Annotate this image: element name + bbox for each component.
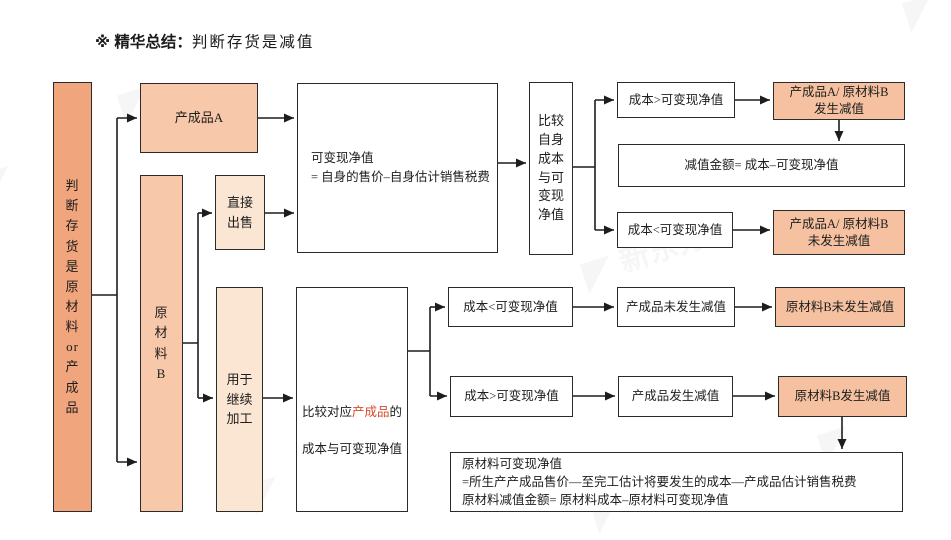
title-main: 判断存货是减值 [191, 34, 315, 51]
connector-trunks [92, 100, 596, 462]
node-impairment-amount: 减值金额= 成本–可变现净值 [618, 144, 905, 187]
compare-product-line1: 比较对应产成品的 [301, 404, 403, 419]
node-cost-gt-nrv-2: 成本>可变现净值 [450, 376, 573, 417]
node-compare-product-cost-nrv: 比较对应产成品的 成本与可变现净值 [296, 287, 408, 512]
node-product-no-impairment: 产成品未发生减值 [617, 287, 735, 327]
compare-product-line2: 成本与可变现净值 [301, 442, 402, 457]
node-no-impairment-a: 产成品A/ 原材料B 未发生减值 [773, 210, 905, 255]
node-material-b-impairment: 原材料B发生减值 [778, 376, 907, 417]
node-cost-gt-nrv-1: 成本>可变现净值 [617, 82, 735, 118]
node-nrv-definition: 可变现净值 = 自身的售价–自身估计销售税费 [297, 83, 498, 253]
node-impairment-occurred-a: 产成品A/ 原材料B 发生减值 [773, 82, 905, 120]
node-decision-inventory-type: 判 断 存 货 是 原 材 料 or 产 成 品 [53, 82, 92, 512]
title-prefix: ※ 精华总结： [95, 34, 192, 51]
node-raw-material-b: 原 材 料 B [140, 175, 183, 512]
node-direct-sale: 直接 出售 [215, 175, 265, 250]
node-cost-lt-nrv-2: 成本<可变现净值 [448, 287, 573, 327]
node-compare-own-cost-nrv: 比较 自身 成本 与可 变现 净值 [529, 82, 573, 255]
node-further-processing: 用于 继续 加工 [216, 287, 263, 512]
node-material-b-no-impairment: 原材料B未发生减值 [775, 287, 905, 327]
node-material-nrv-formula: 原材料可变现净值 =所生产产成品售价—至完工估计将要发生的成本—产成品估计销售税… [450, 452, 903, 512]
node-cost-lt-nrv-1: 成本<可变现净值 [617, 212, 733, 248]
highlight-finished-product: 产成品 [351, 404, 390, 419]
node-product-impairment: 产成品发生减值 [618, 376, 733, 417]
page-title: ※ 精华总结：判断存货是减值 [95, 30, 314, 52]
node-finished-product-a: 产成品A [140, 83, 258, 153]
